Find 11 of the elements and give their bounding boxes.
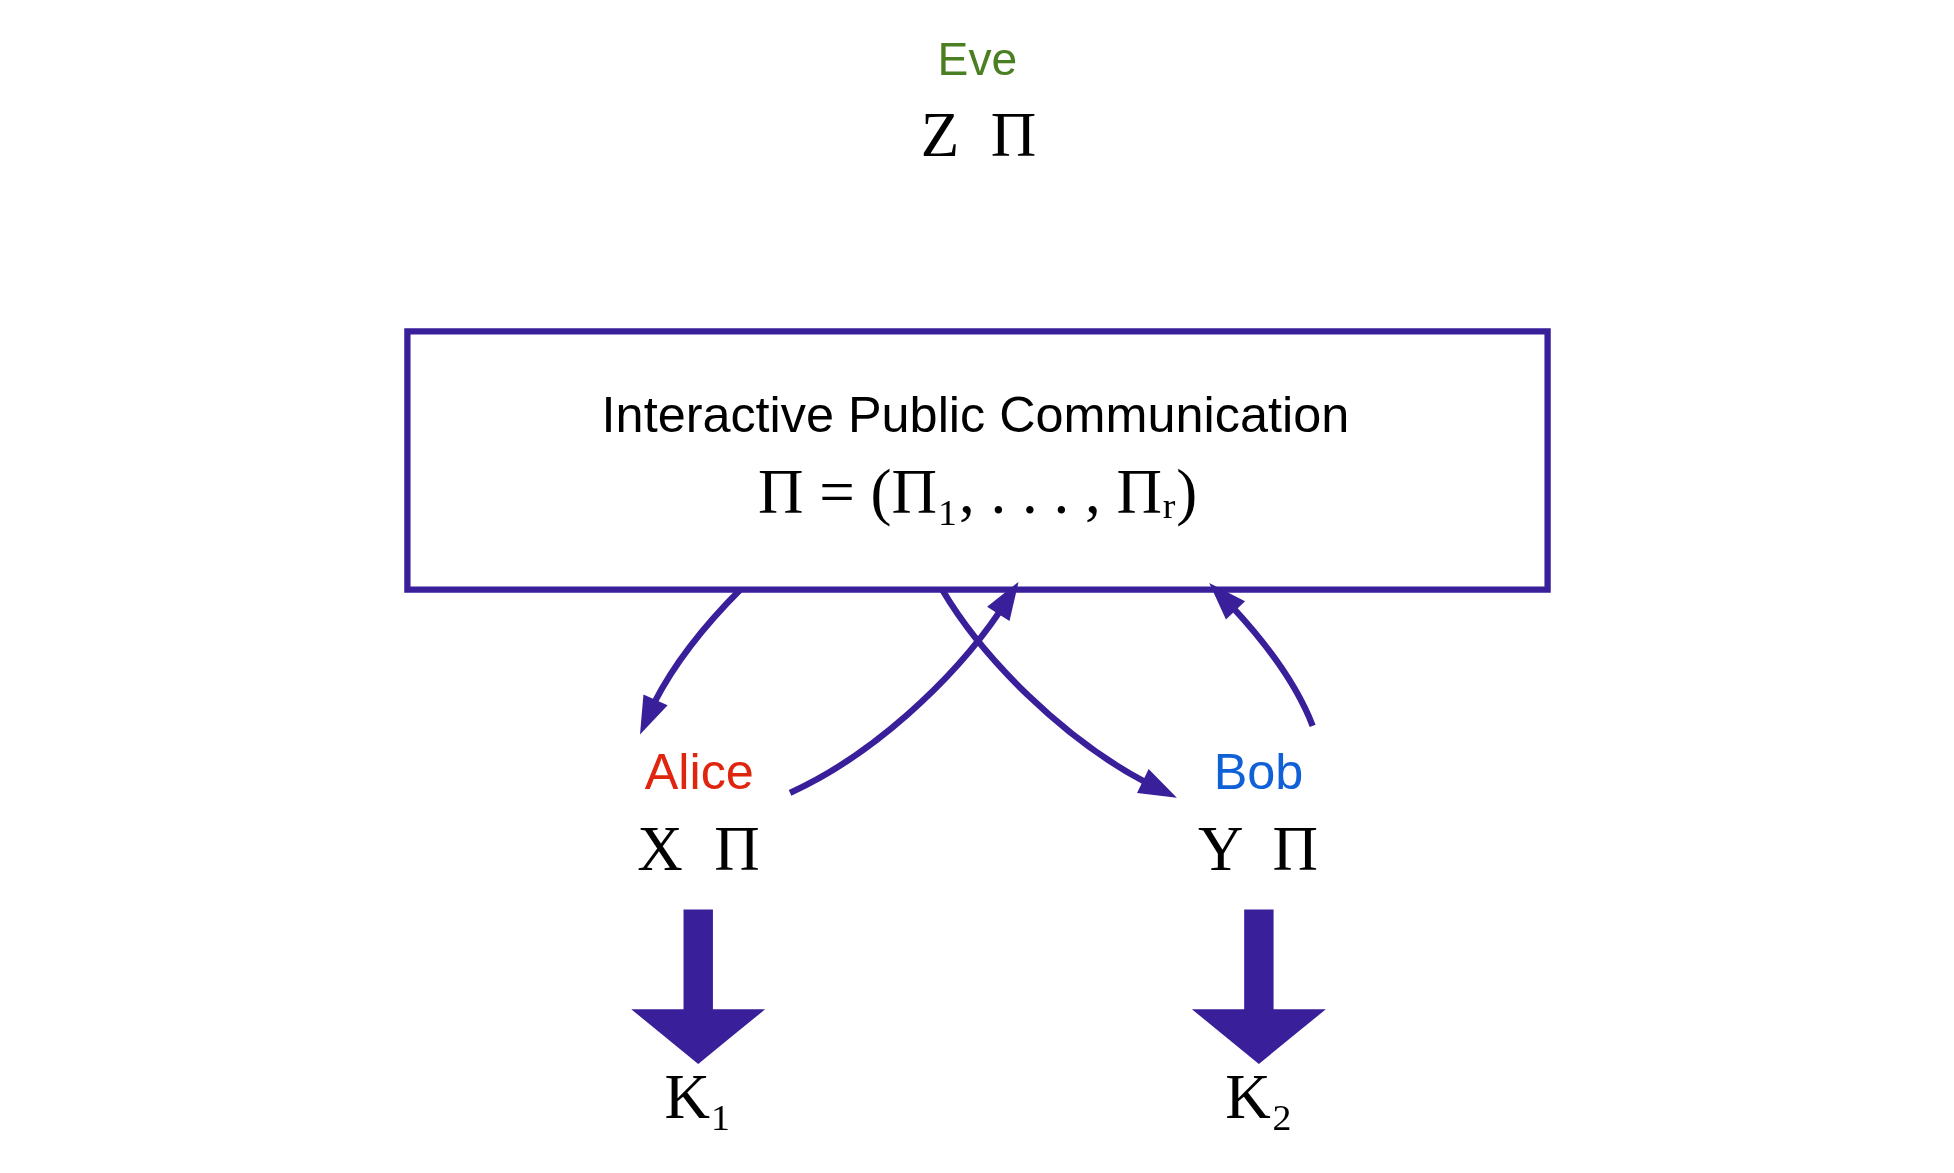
node-text: K₁ — [664, 1061, 732, 1132]
node-text: Bob Y Π — [1197, 742, 1318, 884]
arrow — [788, 581, 1018, 796]
arrow — [1191, 909, 1326, 1064]
node-box: Interactive Public Communication Π = (Π₁, . . . , Πᵣ) — [403, 328, 1551, 593]
node-text: K₂ — [1224, 1061, 1293, 1132]
arrow — [1208, 583, 1316, 727]
arrow — [630, 909, 765, 1064]
label: Z Π — [920, 100, 1036, 171]
node-text: Alice X Π — [636, 742, 760, 884]
label: Eve — [937, 33, 1017, 86]
